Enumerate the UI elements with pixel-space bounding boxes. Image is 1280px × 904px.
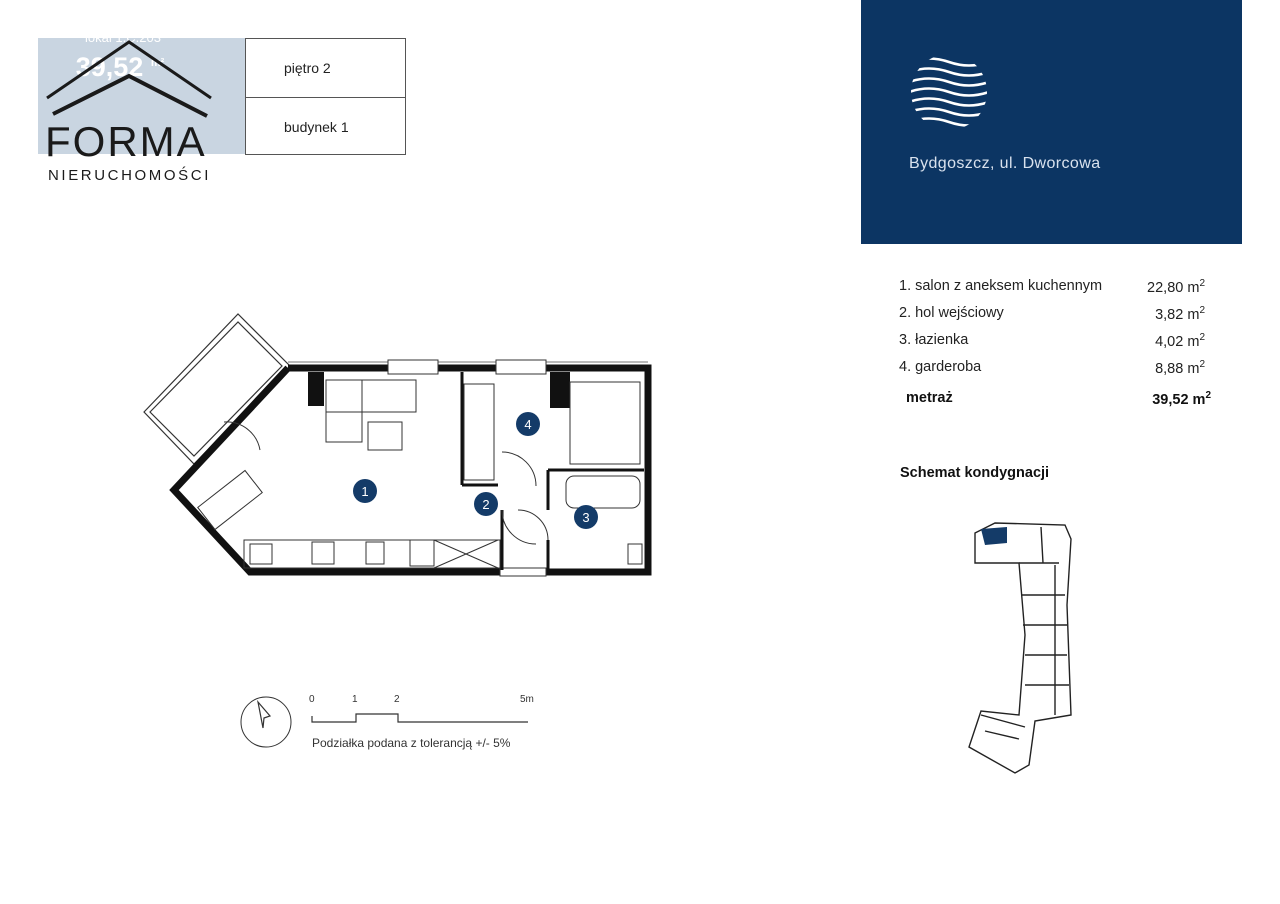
development-address: Bydgoszcz, ul. Dworcowa	[909, 155, 1101, 172]
room-list: 1. salon z aneksem kuchennym 22,80 m2 2.…	[899, 276, 1211, 418]
marker-3: 3	[582, 510, 589, 525]
room-row: 3. łazienka 4,02 m2	[899, 332, 1205, 350]
logo-name: FORMA	[45, 118, 207, 165]
roof-logo-icon	[46, 40, 212, 118]
room-row: 2. hol wejściowy 3,82 m2	[899, 305, 1205, 323]
scale-note: Podziałka podana z tolerancją +/- 5%	[312, 736, 511, 750]
north-arrow-icon	[256, 699, 272, 729]
schema-title: Schemat kondygnacji	[900, 465, 1050, 481]
unit-info-table: piętro 2 budynek 1	[245, 38, 406, 155]
floor-plan: 1 2 3 4	[143, 313, 652, 577]
unit-box	[38, 38, 246, 154]
scale-tick: 0	[309, 694, 315, 705]
logo-subtitle: NIERUCHOMOŚCI	[48, 167, 211, 184]
room-row: 4. garderoba 8,88 m2	[899, 359, 1205, 377]
marker-1: 1	[361, 484, 368, 499]
wave-logo-icon	[911, 57, 987, 127]
room-markers	[353, 412, 598, 529]
development-panel: Bydgoszcz, ul. Dworcowa	[861, 0, 1242, 244]
scale-tick: 2	[394, 694, 400, 705]
building-schema	[968, 522, 1072, 774]
floor-cell: piętro 2	[284, 60, 331, 76]
scale-tick: 5m	[520, 694, 534, 705]
scale-bar	[240, 696, 528, 748]
building-cell: budynek 1	[246, 97, 405, 155]
total-row: metraż 39,52 m2	[906, 390, 1211, 408]
marker-2: 2	[482, 497, 489, 512]
room-row: 1. salon z aneksem kuchennym 22,80 m2	[899, 278, 1205, 296]
unit-label: lokal 1.C.203	[85, 30, 161, 45]
outer-walls	[169, 364, 652, 576]
marker-4: 4	[524, 417, 531, 432]
scale-tick: 1	[352, 694, 358, 705]
